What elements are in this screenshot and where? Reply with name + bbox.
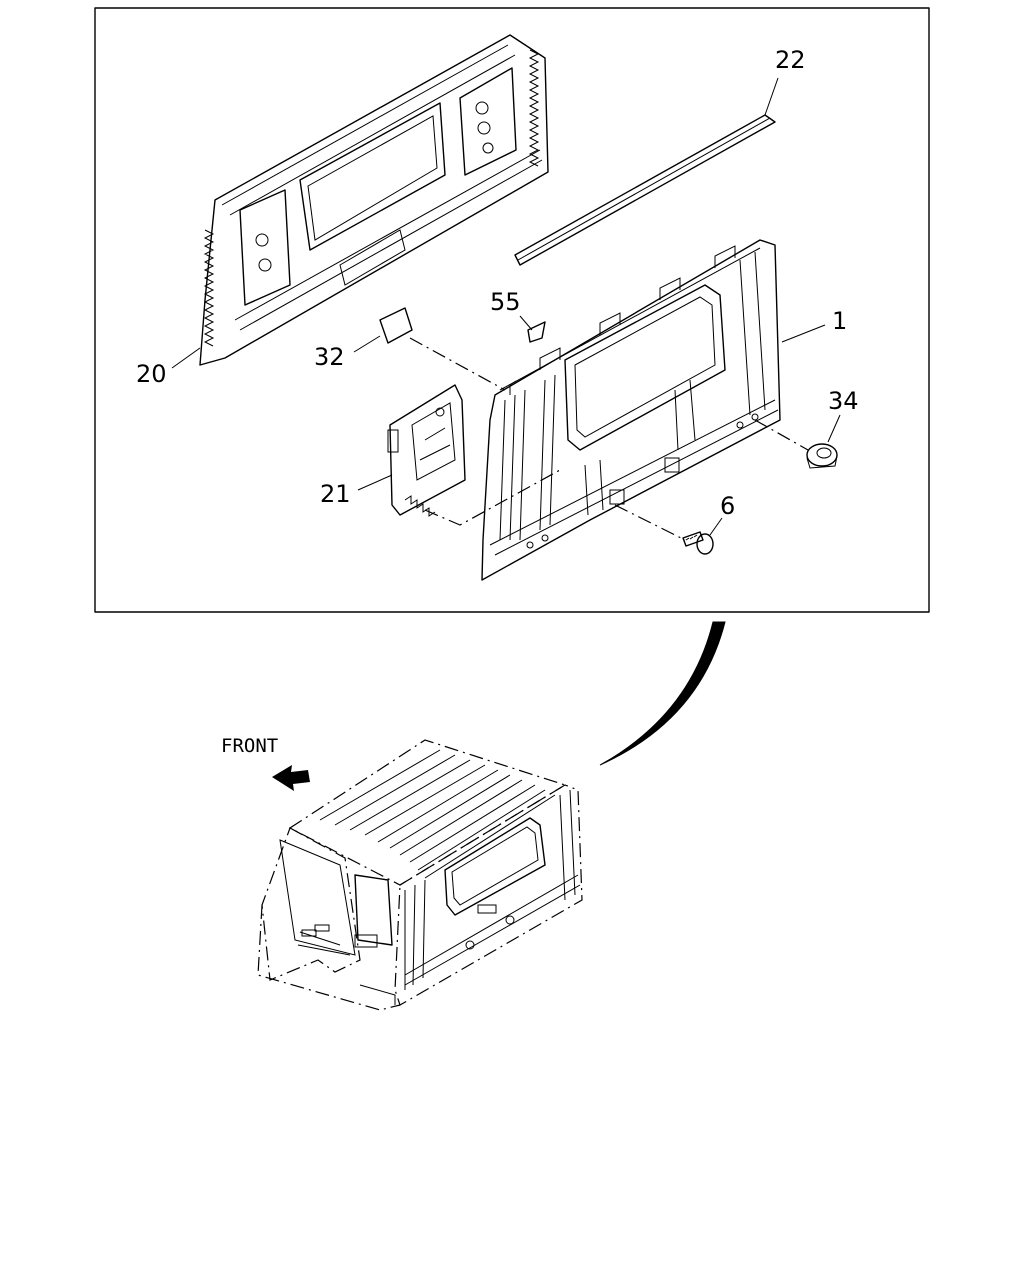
part-20-inner-rear-panel — [199, 34, 549, 366]
leader-6 — [709, 517, 723, 536]
part-55-clip — [527, 321, 546, 343]
callout-34: 34 — [828, 387, 859, 415]
callout-1: 1 — [832, 307, 847, 335]
leader-32 — [353, 335, 381, 353]
part-34-nut — [806, 443, 838, 469]
front-direction-indicator: FRONT — [221, 735, 310, 791]
leader-1 — [781, 324, 826, 343]
leader-21 — [357, 474, 393, 491]
exploded-view-frame — [94, 7, 930, 613]
leader-22 — [764, 77, 779, 116]
part-21-bracket — [387, 384, 466, 517]
part-1-rear-panel — [481, 239, 781, 581]
part-6-bolt — [682, 531, 714, 555]
part-32-plate — [379, 307, 413, 344]
callout-6: 6 — [720, 492, 735, 520]
front-label: FRONT — [221, 735, 278, 757]
callout-21: 21 — [320, 480, 351, 508]
assembly-line-6 — [614, 504, 686, 541]
assembly-line-34 — [754, 419, 809, 451]
detail-pointer-arc — [599, 621, 726, 766]
part-22-roof-rail — [514, 114, 776, 266]
callout-22: 22 — [775, 46, 806, 74]
leader-20 — [171, 347, 201, 369]
front-arrow-icon — [272, 765, 310, 791]
leader-55 — [519, 315, 533, 331]
assembly-line-32 — [409, 337, 506, 391]
callout-55: 55 — [490, 288, 521, 316]
callout-32: 32 — [314, 343, 345, 371]
cab-overview — [257, 739, 583, 1011]
leader-34 — [827, 414, 841, 443]
assembly-line-21 — [424, 469, 561, 526]
callout-20: 20 — [136, 360, 167, 388]
